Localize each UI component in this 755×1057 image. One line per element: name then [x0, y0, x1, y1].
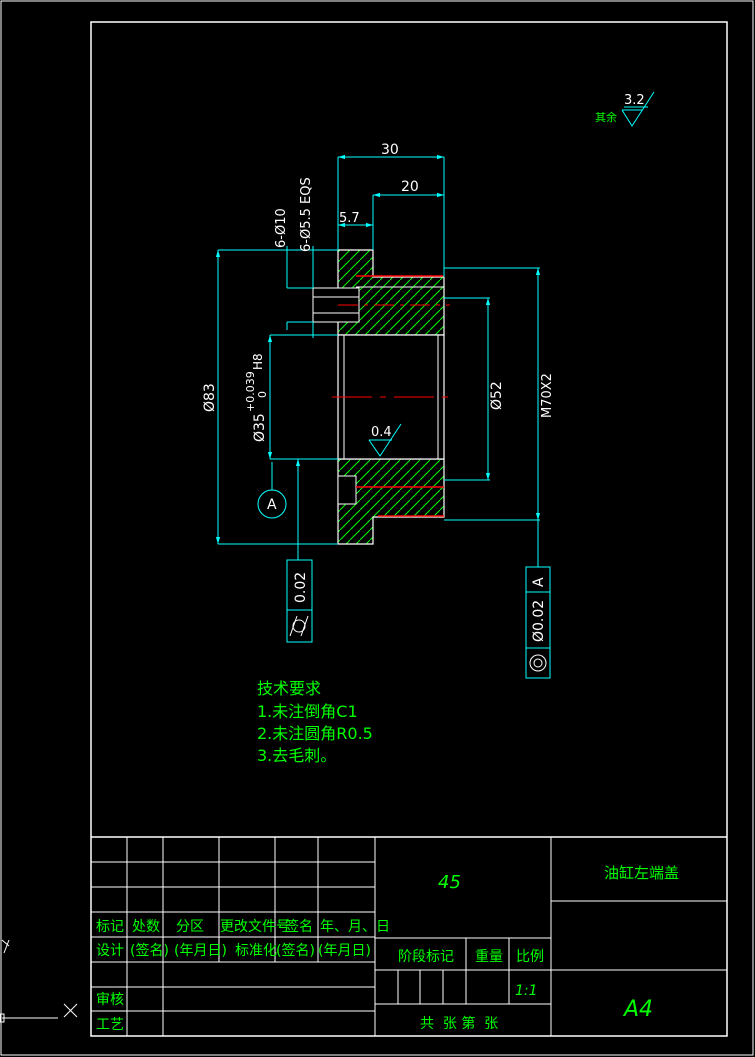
tolerance-frame-right: A Ø0.02 [525, 566, 551, 679]
svg-text:(年月日): (年月日) [174, 943, 227, 959]
svg-text:技术要求: 技术要求 [257, 679, 321, 698]
dim-83: Ø83 [202, 383, 218, 412]
svg-text:Ø0.02: Ø0.02 [531, 600, 547, 642]
title-block-text: 45 油缸左端盖 A4 1:1 标记 处数 分区 更改文件号 签名 年、月、日 … [96, 864, 679, 1033]
svg-text:共 张 第 张: 共 张 第 张 [420, 1015, 498, 1032]
dimension-lines [215, 154, 541, 567]
svg-text:2.未注圆角R0.5: 2.未注圆角R0.5 [257, 724, 373, 743]
svg-text:1.未注倒角C1: 1.未注倒角C1 [257, 702, 358, 721]
svg-text:标记: 标记 [96, 919, 124, 935]
svg-text:A4: A4 [622, 997, 653, 1022]
svg-text:签名: 签名 [285, 918, 313, 935]
svg-text:(年月日): (年月日) [318, 943, 371, 959]
dimension-labels: 30 20 5.7 6-Ø10 6-Ø5.5 EQS Ø83 Ø35 +0.03… [202, 142, 555, 513]
svg-text:标准化: 标准化 [235, 943, 277, 959]
dim-20: 20 [401, 179, 419, 195]
dim-35-upper: +0.039 [244, 371, 257, 412]
dim-5-7: 5.7 [339, 211, 360, 226]
dim-35-lower: 0 [256, 391, 269, 398]
svg-text:年、月、日: 年、月、日 [320, 919, 390, 935]
svg-text:工艺: 工艺 [96, 1017, 124, 1033]
concentricity-icon [529, 654, 547, 672]
svg-text:处数: 处数 [132, 919, 160, 935]
svg-text:油缸左端盖: 油缸左端盖 [604, 864, 679, 882]
dim-35-fit: H8 [251, 353, 265, 370]
svg-text:比例: 比例 [516, 949, 544, 965]
dim-52: Ø52 [489, 381, 505, 410]
svg-text:设计: 设计 [96, 943, 124, 959]
svg-text:(签名): (签名) [276, 942, 315, 959]
tolerance-frame-left: 0.02 [286, 559, 313, 643]
dim-holes-b: 6-Ø5.5 EQS [299, 177, 314, 252]
inner-frame [90, 21, 728, 1037]
tech-requirements: 技术要求 1.未注倒角C1 2.未注圆角R0.5 3.去毛刺。 [257, 679, 373, 765]
cylindricity-icon [289, 615, 309, 637]
finish-0-4: 0.4 [371, 425, 392, 440]
svg-text:更改文件号: 更改文件号 [220, 919, 290, 935]
dim-30: 30 [381, 142, 399, 158]
svg-text:阶段标记: 阶段标记 [398, 949, 454, 965]
dim-m70: M70X2 [540, 373, 555, 418]
svg-text:3.去毛刺。: 3.去毛刺。 [257, 746, 336, 765]
ucs-icon [0, 939, 78, 1023]
svg-text:其余: 其余 [595, 110, 617, 124]
datum-label: A [267, 497, 277, 513]
dim-35: Ø35 [252, 413, 268, 442]
svg-text:分区: 分区 [176, 919, 204, 935]
svg-text:3.2: 3.2 [624, 93, 645, 108]
svg-text:45: 45 [438, 872, 461, 893]
svg-text:A: A [531, 577, 547, 587]
svg-text:1:1: 1:1 [515, 983, 538, 999]
title-block [91, 836, 727, 1036]
svg-text:0.02: 0.02 [293, 572, 309, 603]
svg-text:审核: 审核 [96, 992, 124, 1008]
roughness-note: 其余 3.2 [595, 91, 655, 127]
svg-text:重量: 重量 [475, 949, 503, 965]
svg-text:(签名): (签名) [130, 942, 169, 959]
part-section [312, 249, 452, 545]
dim-holes-a: 6-Ø10 [274, 208, 289, 248]
